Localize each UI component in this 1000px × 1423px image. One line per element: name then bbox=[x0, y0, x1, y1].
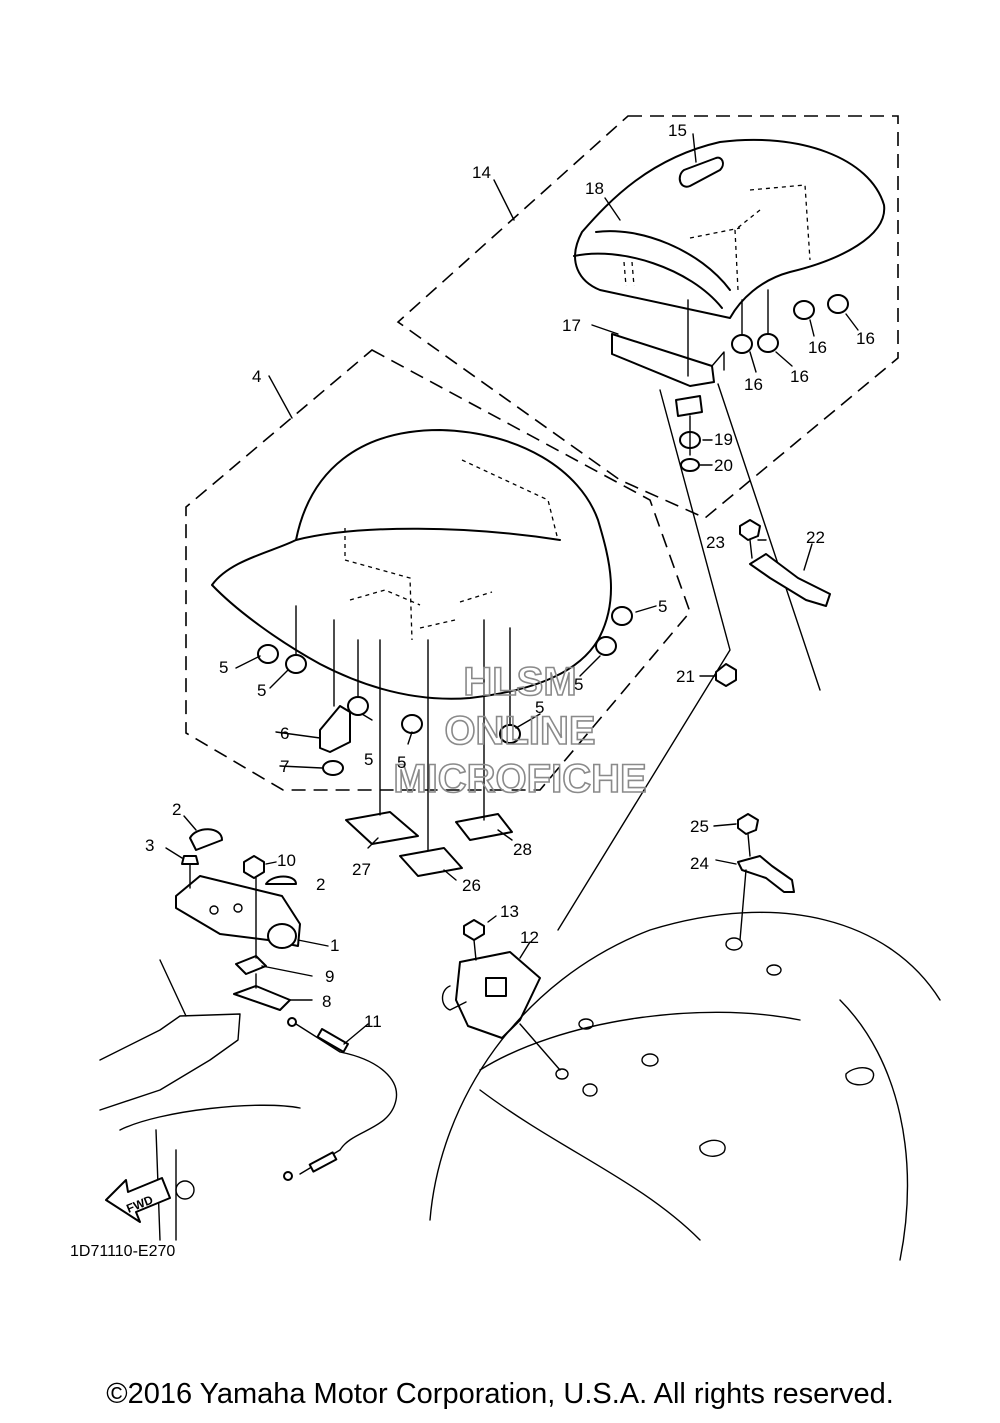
callout-7: 7 bbox=[280, 757, 289, 776]
callout-14: 14 bbox=[472, 163, 491, 182]
rear-seat-bracket bbox=[611, 299, 725, 387]
callout-28: 28 bbox=[513, 840, 532, 859]
front-seat bbox=[211, 429, 613, 700]
callout-5: 5 bbox=[364, 750, 373, 769]
callout-16: 16 bbox=[790, 367, 809, 386]
callout-8: 8 bbox=[322, 992, 331, 1011]
rear-seat bbox=[573, 138, 886, 319]
rear-fender bbox=[429, 911, 941, 1261]
callout-16: 16 bbox=[808, 338, 827, 357]
callout-9: 9 bbox=[325, 967, 334, 986]
callout-5: 5 bbox=[219, 658, 228, 677]
callout-27: 27 bbox=[352, 860, 371, 879]
callout-5: 5 bbox=[397, 753, 406, 772]
bolt-13 bbox=[463, 919, 485, 961]
seat-lock-cable bbox=[283, 1017, 398, 1181]
callout-2-top: 2 bbox=[172, 800, 181, 819]
forward-arrow: FWD bbox=[105, 1177, 171, 1223]
callout-23: 23 bbox=[706, 533, 725, 552]
bolt-21 bbox=[699, 663, 737, 687]
pad-26 bbox=[399, 847, 463, 877]
seat-lock-bracket bbox=[175, 875, 301, 949]
callout-2-right: 2 bbox=[316, 875, 325, 894]
callout-25: 25 bbox=[690, 817, 709, 836]
seat-lock-assembly bbox=[441, 951, 541, 1039]
callout-1: 1 bbox=[330, 936, 339, 955]
callout-15: 15 bbox=[668, 121, 687, 140]
callout-24: 24 bbox=[690, 854, 709, 873]
bolt-3 bbox=[181, 855, 199, 889]
callout-22: 22 bbox=[806, 528, 825, 547]
callout-18: 18 bbox=[585, 179, 604, 198]
rear-seat-dampers bbox=[731, 289, 849, 354]
callout-21: 21 bbox=[676, 667, 695, 686]
rear-seat-assembly-outline bbox=[396, 115, 899, 519]
callout-3: 3 bbox=[145, 836, 154, 855]
callout-13: 13 bbox=[500, 902, 519, 921]
watermark: HLSM ONLINE MICROFICHE bbox=[393, 659, 648, 802]
callout-16: 16 bbox=[744, 375, 763, 394]
nut-20 bbox=[680, 458, 700, 472]
callout-5: 5 bbox=[658, 597, 667, 616]
callout-4: 4 bbox=[252, 367, 261, 386]
bolt-25 bbox=[737, 813, 759, 857]
callout-10: 10 bbox=[277, 851, 296, 870]
callout-5: 5 bbox=[257, 681, 266, 700]
bracket-24 bbox=[737, 855, 795, 941]
callout-19: 19 bbox=[714, 430, 733, 449]
callout-leaders bbox=[165, 133, 859, 1045]
copyright-notice: ©2016 Yamaha Motor Corporation, U.S.A. A… bbox=[106, 1378, 894, 1410]
callout-5: 5 bbox=[574, 675, 583, 694]
bracket-22 bbox=[749, 553, 831, 607]
nut-10 bbox=[243, 855, 265, 879]
callout-20: 20 bbox=[714, 456, 733, 475]
rear-rubber-pad bbox=[675, 395, 703, 417]
pad-27 bbox=[345, 811, 419, 845]
front-seat-dampers bbox=[257, 605, 633, 744]
cover-2b bbox=[265, 875, 297, 885]
callout-5: 5 bbox=[535, 698, 544, 717]
callout-26: 26 bbox=[462, 876, 481, 895]
callout-6: 6 bbox=[280, 724, 289, 743]
callout-16: 16 bbox=[856, 329, 875, 348]
grab-strap bbox=[678, 156, 724, 188]
callout-numbers: 1 2 2 3 4 5 5 5 5 5 5 5 6 7 8 9 10 11 12… bbox=[145, 121, 875, 1031]
svg-text:HLSM: HLSM bbox=[463, 660, 576, 704]
svg-text:ONLINE: ONLINE bbox=[444, 709, 595, 753]
lock-8 bbox=[233, 985, 291, 1011]
diagram-code: 1D71110-E270 bbox=[70, 1243, 175, 1260]
bolt-23 bbox=[739, 519, 761, 559]
callout-11: 11 bbox=[364, 1012, 382, 1031]
plate-9 bbox=[235, 955, 267, 975]
cover-2a bbox=[189, 828, 223, 851]
svg-text:MICROFICHE: MICROFICHE bbox=[393, 757, 646, 801]
callout-12: 12 bbox=[520, 928, 539, 947]
front-seat-assembly-outline bbox=[185, 349, 691, 791]
callout-17: 17 bbox=[562, 316, 581, 335]
front-seat-bracket bbox=[319, 619, 351, 776]
